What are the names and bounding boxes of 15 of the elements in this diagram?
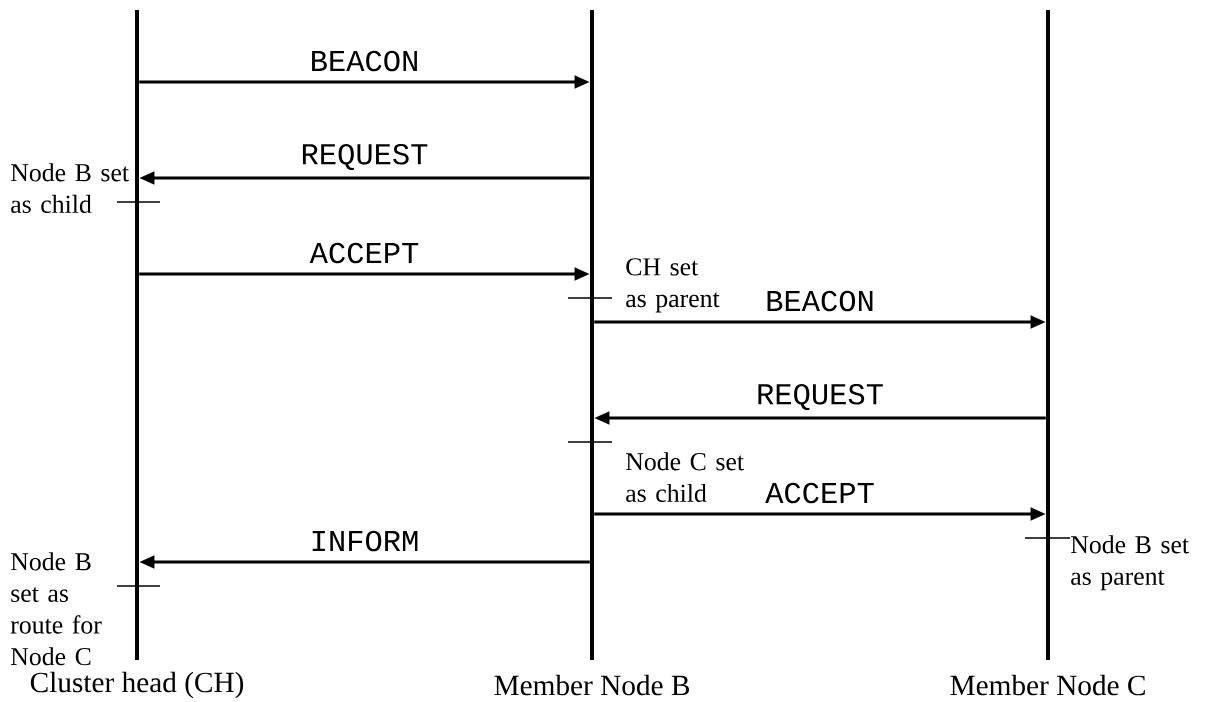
edge-label: BEACON [767, 290, 873, 312]
annotation: Node B set as child [10, 163, 129, 213]
edge-label: ACCEPT [765, 482, 874, 504]
lifeline-label: Cluster head (CH) [30, 671, 244, 699]
edge-label: REQUEST [302, 143, 428, 171]
lifeline-label: Member Node B [494, 674, 689, 696]
edge-label: REQUEST [758, 383, 883, 411]
edge-label: INFORM [312, 530, 418, 552]
annotation: Node C set as child [626, 452, 744, 502]
lifeline-label: Member Node C [950, 674, 1145, 696]
annotation: Node B set as parent [1071, 535, 1189, 591]
annotation: Node B set as route for Node C [10, 552, 102, 666]
edge-label: ACCEPT [309, 242, 419, 264]
edge-label: BEACON [312, 50, 417, 72]
annotation: CH set as parent [626, 258, 720, 313]
